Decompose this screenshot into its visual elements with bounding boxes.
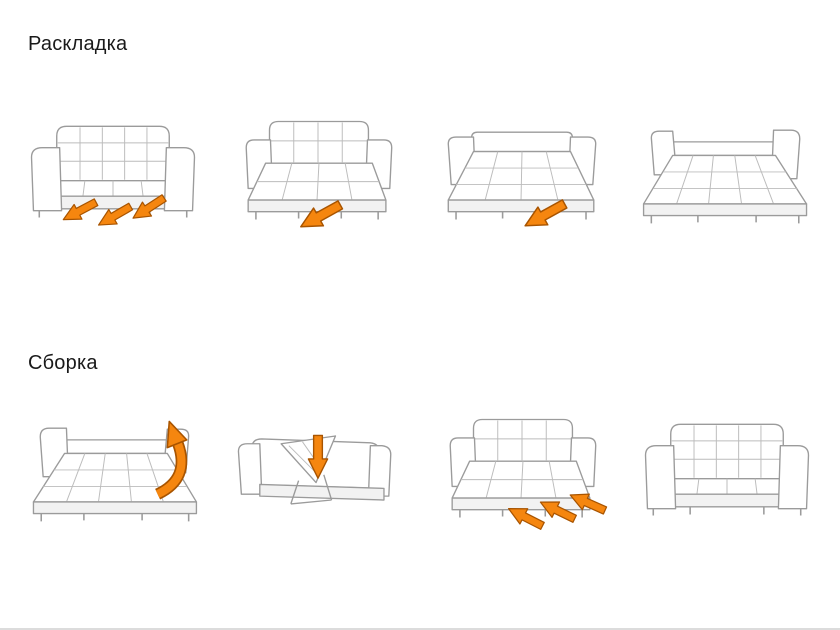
push-seat-back-in-illustration <box>449 418 610 535</box>
seat-pulled-forward-illustration <box>245 120 393 237</box>
fold-section-title: Сборка <box>28 352 98 374</box>
fold-steps-row <box>16 395 824 543</box>
fold-step-2 <box>221 395 415 543</box>
unfold-step-1 <box>16 97 210 245</box>
bed-lift-backrest-illustration <box>32 420 198 523</box>
fold-mechanism-press-illustration <box>237 434 392 505</box>
fully-unfolded-bed-illustration <box>642 129 808 225</box>
fold-step-1 <box>16 395 210 543</box>
unfold-step-2 <box>221 97 415 245</box>
unfold-step-4 <box>630 97 824 245</box>
unfold-steps-row <box>16 97 824 245</box>
backrest-folded-flat-illustration <box>447 131 597 236</box>
lift-up-curved-arrow-icon <box>154 420 188 500</box>
unfold-section-title: Раскладка <box>28 33 128 55</box>
unfold-step-3 <box>425 97 619 245</box>
closed-sofa-illustration <box>30 125 196 233</box>
closed-sofa-illustration <box>644 423 810 517</box>
fold-step-3 <box>425 395 619 543</box>
fold-step-4 <box>630 395 824 543</box>
